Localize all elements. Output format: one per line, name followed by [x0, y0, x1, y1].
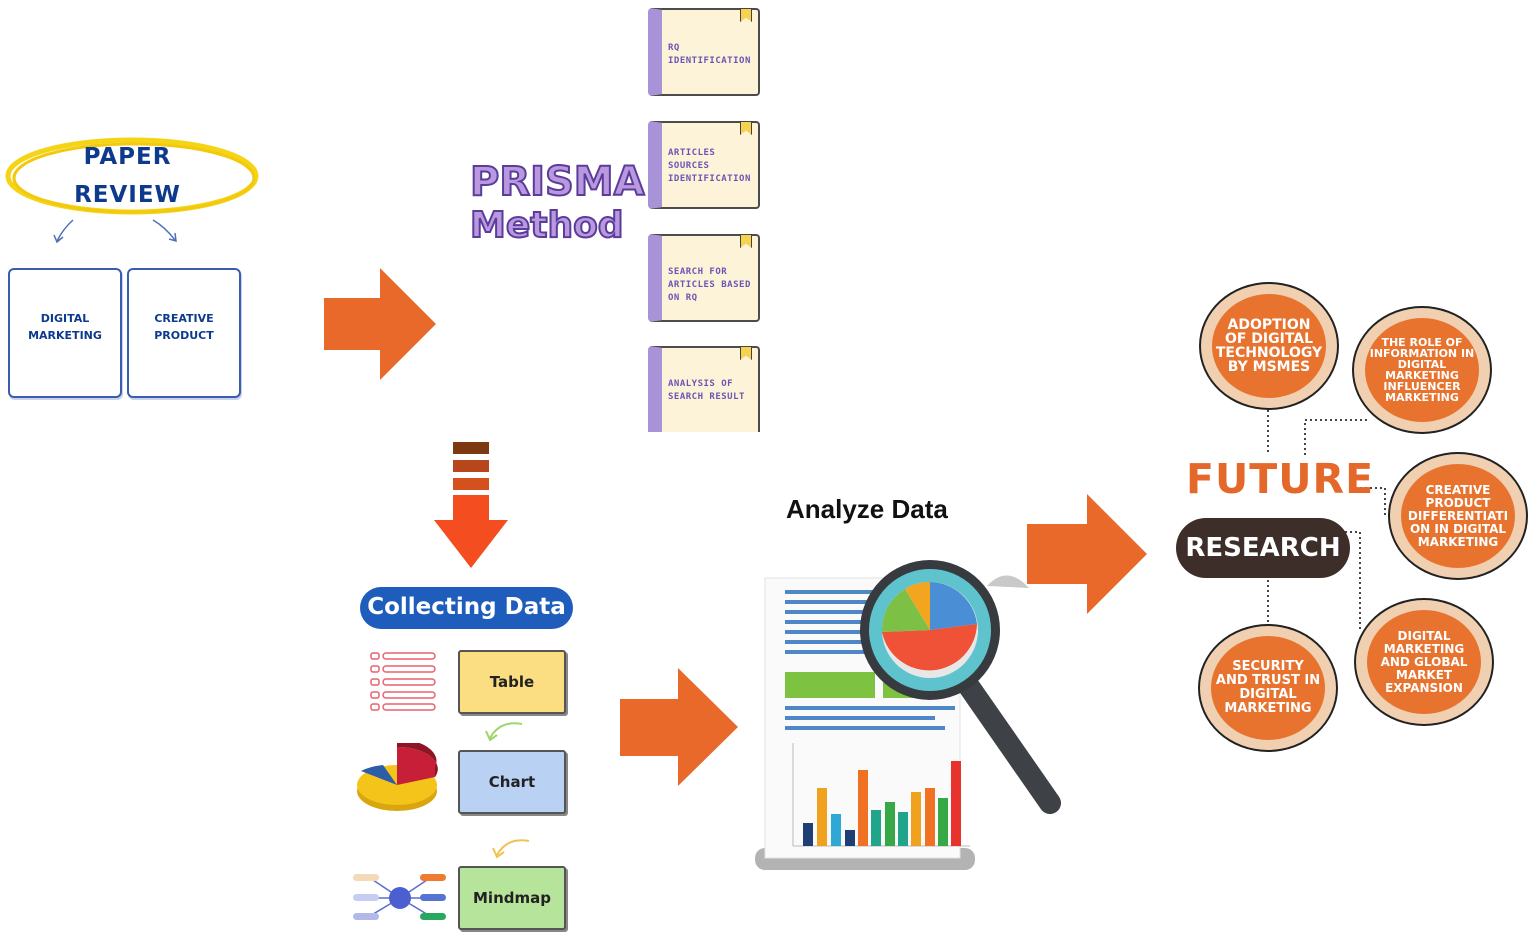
prisma-step-3: SEARCH FOR ARTICLES BASED ON RQ	[648, 234, 760, 322]
pie-chart-icon	[357, 743, 438, 811]
topic-role-of-information: THE ROLE OF INFORMATION IN DIGITAL MARKE…	[1352, 306, 1492, 434]
prisma-step-4-label: ANALYSIS OF SEARCH RESULT	[668, 379, 745, 402]
collect-table-box: Table	[458, 650, 566, 714]
prisma-method-title: PRISMA Method	[469, 159, 646, 248]
topic-creative-differentiation: CREATIVE PRODUCT DIFFERENTIATI ON IN DIG…	[1388, 452, 1528, 580]
review-box-digital-marketing: DIGITAL MARKETING	[8, 268, 122, 398]
prisma-step-2: ARTICLES SOURCES IDENTIFICATION	[648, 121, 760, 209]
research-pill: RESEARCH	[1176, 518, 1350, 578]
prisma-step-4: ANALYSIS OF SEARCH RESULT	[648, 346, 760, 432]
topic-global-expansion-label: DIGITAL MARKETING AND GLOBAL MARKET EXPA…	[1367, 610, 1481, 714]
list-icon	[370, 652, 436, 711]
bookmark-icon	[740, 346, 752, 360]
prisma-step-1-label: RQ IDENTIFICATION	[668, 43, 751, 66]
prisma-line2: Method	[469, 204, 625, 247]
prisma-line1: PRISMA	[469, 159, 646, 205]
mindmap-icon	[353, 874, 446, 920]
paper-review-title: PAPER REVIEW	[0, 130, 265, 220]
topic-adoption-label: ADOPTION OF DIGITAL TECHNOLOGY BY MSMES	[1212, 294, 1326, 398]
paper-review-line2: REVIEW	[74, 182, 181, 208]
topic-creative-differentiation-label: CREATIVE PRODUCT DIFFERENTIATI ON IN DIG…	[1401, 464, 1515, 568]
right-arrow-icon	[1027, 494, 1147, 614]
future-title: FUTURE	[1186, 455, 1375, 503]
bookmark-icon	[740, 234, 752, 248]
down-arrow-icon	[434, 442, 508, 568]
prisma-step-2-label: ARTICLES SOURCES IDENTIFICATION	[668, 148, 751, 184]
curved-arrow-icon	[492, 839, 530, 859]
collecting-data-pill: Collecting Data	[360, 587, 573, 629]
prisma-step-3-label: SEARCH FOR ARTICLES BASED ON RQ	[668, 267, 751, 303]
right-arrow-icon	[620, 668, 738, 786]
topic-adoption: ADOPTION OF DIGITAL TECHNOLOGY BY MSMES	[1199, 282, 1339, 410]
right-arrow-icon	[324, 268, 436, 380]
curved-arrow-icon	[485, 722, 523, 742]
collect-chart-box: Chart	[458, 750, 566, 814]
review-box-creative-product: CREATIVE PRODUCT	[127, 268, 241, 398]
analysis-report-icon	[755, 560, 1061, 870]
topic-security-trust: SECURITY AND TRUST IN DIGITAL MARKETING	[1198, 624, 1338, 752]
split-arrows-icon	[53, 219, 177, 244]
bookmark-icon	[740, 121, 752, 135]
paper-review-line1: PAPER	[83, 144, 172, 170]
topic-security-trust-label: SECURITY AND TRUST IN DIGITAL MARKETING	[1211, 636, 1325, 740]
prisma-step-1: RQ IDENTIFICATION	[648, 8, 760, 96]
review-box-creative-product-label: CREATIVE PRODUCT	[154, 312, 214, 342]
collect-mindmap-box: Mindmap	[458, 866, 566, 930]
topic-global-expansion: DIGITAL MARKETING AND GLOBAL MARKET EXPA…	[1354, 598, 1494, 726]
analyze-data-title: Analyze Data	[786, 494, 948, 524]
highlight-ellipse-icon	[5, 137, 259, 215]
review-box-digital-marketing-label: DIGITAL MARKETING	[28, 312, 102, 342]
topic-role-of-information-label: THE ROLE OF INFORMATION IN DIGITAL MARKE…	[1365, 318, 1479, 422]
bookmark-icon	[740, 8, 752, 22]
